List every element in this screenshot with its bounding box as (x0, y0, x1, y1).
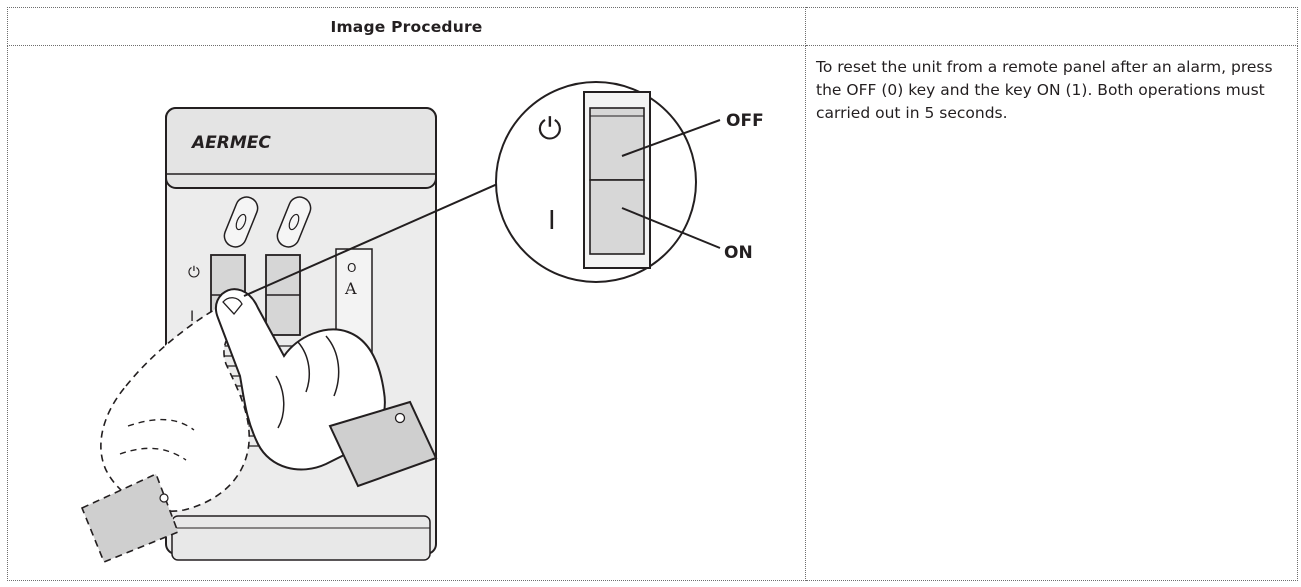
on-callout-line (621, 207, 721, 249)
pressing-hand (214, 288, 438, 488)
dashed-hand (80, 299, 250, 564)
led-2-icon (288, 213, 300, 231)
header-empty-cell (805, 7, 1298, 46)
off-callout-label: OFF (726, 111, 764, 131)
panel-top-band (165, 107, 437, 189)
led-slot-2 (276, 196, 312, 248)
zoom-switch-on-half[interactable] (589, 179, 645, 255)
pressing-hand-nail (222, 297, 243, 315)
procedure-table: Image Procedure AERMEC (7, 7, 1298, 581)
zoom-power-icon: ⏻ (538, 112, 562, 147)
procedure-text: To reset the unit from a remote panel af… (816, 58, 1273, 122)
table-body-row: AERMEC ⏻ I ☼ (7, 45, 1298, 581)
zoom-on-mark: I (548, 206, 556, 236)
header-image-procedure: Image Procedure (7, 7, 806, 46)
led-slot-1 (223, 196, 259, 248)
zoom-switch-off-half[interactable] (589, 107, 645, 181)
button-a-label: A (344, 279, 357, 298)
dashed-cuff-button (159, 493, 169, 503)
small-on-mark: I (190, 309, 194, 325)
panel-base (171, 515, 431, 561)
led-slots (223, 196, 312, 248)
brand-logo: AERMEC (190, 133, 271, 153)
power-icon: ⏻ (188, 263, 200, 281)
zoom-connector (243, 173, 521, 297)
procedure-text-cell: To reset the unit from a remote panel af… (805, 45, 1298, 581)
button-o-label: O (347, 261, 356, 275)
callouts: OFF ON (621, 111, 764, 263)
solid-cuff (328, 400, 438, 488)
off-callout-line (621, 119, 721, 157)
dashed-hand-fingers (119, 418, 195, 461)
reset-illustration: AERMEC ⏻ I ☼ (80, 81, 764, 564)
dashed-cuff (80, 472, 180, 564)
solid-cuff-button (394, 412, 406, 424)
led-1-icon (235, 213, 247, 231)
pressing-hand-knuckles (275, 335, 340, 429)
on-callout-label: ON (724, 243, 753, 263)
zoom-circle: ⏻ I (495, 81, 697, 283)
illustration-cell: AERMEC ⏻ I ☼ (7, 45, 806, 581)
table-header-row: Image Procedure (7, 7, 1298, 46)
